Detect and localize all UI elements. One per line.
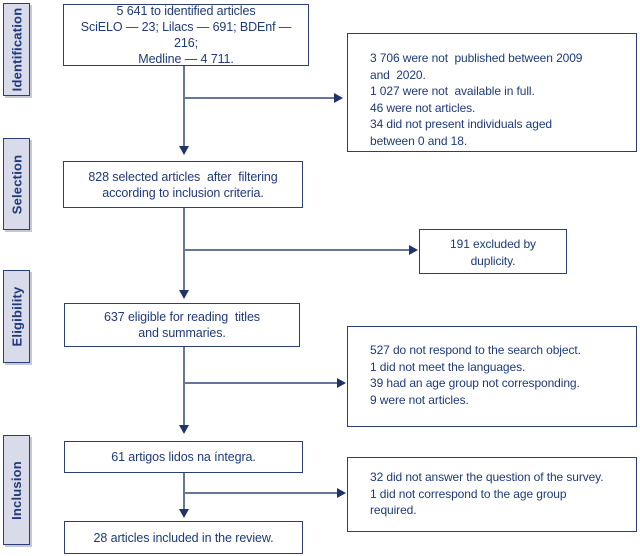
exclusion-box-identification: 3 706 were not published between 2009 an… — [347, 33, 637, 152]
exclusion-text: 46 were not articles. — [370, 100, 476, 115]
stage-box-inclusion: Inclusion — [3, 435, 30, 545]
connector-line-branch-1 — [183, 97, 334, 99]
flow-box-selected-articles: 828 selected articles after filtering ac… — [63, 161, 303, 208]
flow-box-included-articles: 28 articles included in the review. — [64, 521, 303, 554]
exclusion-box-duplicates: 191 excluded by duplicity. — [419, 229, 567, 274]
exclusion-text: 34 did not present individuals aged — [370, 117, 552, 131]
stage-box-identification: Identification — [3, 3, 30, 96]
flow-box-text: according to inclusion criteria. — [102, 185, 264, 200]
stage-label-eligibility: Eligibility — [9, 286, 25, 347]
arrow-right-icon — [337, 488, 346, 498]
exclusion-text: required. — [370, 503, 417, 517]
connector-line-branch-4 — [183, 492, 338, 494]
exclusion-text: 39 had an age group not corresponding. — [370, 376, 580, 390]
connector-line-branch-3 — [183, 382, 338, 384]
stage-box-selection: Selection — [3, 138, 30, 230]
arrow-down-icon — [179, 146, 189, 155]
stage-label-identification: Identification — [9, 7, 25, 92]
exclusion-text: 9 were not articles. — [370, 392, 469, 407]
flow-box-text: and summaries. — [138, 326, 226, 340]
exclusion-text: between 0 and 18. — [370, 133, 468, 148]
exclusion-text: 191 excluded by — [450, 237, 536, 251]
flow-box-identified-articles: 5 641 to identified articles SciELO — 23… — [63, 4, 309, 66]
flow-box-full-read-articles: 61 artigos lidos na íntegra. — [64, 441, 303, 473]
exclusion-text: 1 027 were not available in full. — [370, 84, 535, 98]
stage-label-inclusion: Inclusion — [9, 460, 25, 520]
arrow-right-icon — [409, 245, 418, 255]
exclusion-box-inclusion: 32 did not answer the question of the su… — [347, 457, 637, 532]
arrow-down-icon — [179, 290, 189, 299]
arrow-down-icon — [179, 425, 189, 434]
exclusion-text: 3 706 were not published between 2009 — [370, 51, 583, 65]
exclusion-text: 32 did not answer the question of the su… — [370, 470, 604, 484]
flow-box-text: SciELO — 23; Lilacs — 691; BDEnf — 216; — [80, 20, 295, 50]
flow-box-text: 28 articles included in the review. — [93, 530, 274, 545]
flow-box-text: 61 artigos lidos na íntegra. — [111, 450, 256, 464]
arrow-right-icon — [334, 93, 343, 103]
connector-line-branch-2 — [183, 249, 410, 251]
exclusion-box-eligibility: 527 do not respond to the search object.… — [347, 326, 637, 427]
exclusion-text: and 2020. — [370, 67, 426, 82]
flow-box-text: Medline — 4 711. — [138, 52, 234, 66]
flow-box-text: 637 eligible for reading titles — [104, 310, 260, 324]
flow-box-eligible-articles: 637 eligible for reading titles and summ… — [64, 303, 300, 347]
connector-line-vertical-1 — [183, 66, 185, 148]
arrow-down-icon — [179, 509, 189, 518]
exclusion-text: 1 did not correspond to the age group — [370, 486, 567, 501]
stage-box-eligibility: Eligibility — [3, 270, 30, 363]
connector-line-vertical-3 — [183, 347, 185, 427]
exclusion-text: 1 did not meet the languages. — [370, 359, 526, 374]
exclusion-text: duplicity. — [470, 253, 516, 268]
exclusion-text: 527 do not respond to the search object. — [370, 343, 581, 357]
flow-box-text: 828 selected articles after filtering — [88, 169, 278, 184]
stage-label-selection: Selection — [9, 154, 25, 214]
arrow-right-icon — [337, 378, 346, 388]
flow-box-text: 5 641 to identified articles — [116, 4, 256, 18]
